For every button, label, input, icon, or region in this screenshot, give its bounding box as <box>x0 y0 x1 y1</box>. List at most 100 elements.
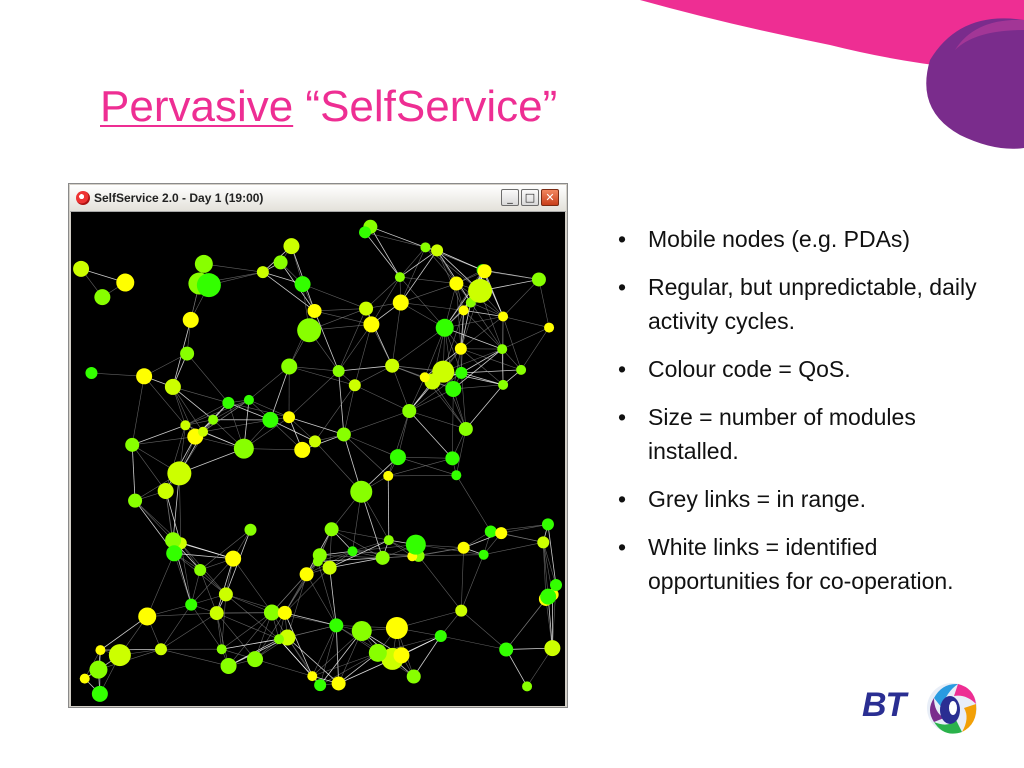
grey-link <box>289 366 355 386</box>
grey-link <box>331 529 383 559</box>
network-node <box>164 378 181 395</box>
network-node <box>233 438 254 459</box>
network-node <box>307 671 318 682</box>
grey-link <box>185 402 229 426</box>
network-node <box>128 493 143 508</box>
network-node <box>385 617 408 640</box>
grey-link <box>289 366 339 372</box>
grey-link <box>331 528 389 541</box>
white-link <box>262 271 315 312</box>
network-node <box>307 303 322 318</box>
grey-link <box>460 348 522 371</box>
grey-link <box>456 428 467 476</box>
network-node <box>273 255 288 270</box>
white-link <box>436 250 485 272</box>
grey-link <box>190 604 222 650</box>
grey-link <box>173 553 192 605</box>
grey-link <box>343 410 410 435</box>
grey-link <box>397 456 457 476</box>
white-link <box>484 271 504 317</box>
network-node <box>406 669 421 684</box>
white-link <box>461 372 504 386</box>
white-link <box>329 539 389 569</box>
white-link <box>460 310 465 349</box>
bullet-item: Regular, but unpredictable, daily activi… <box>616 270 1006 338</box>
grey-link <box>160 604 192 650</box>
network-node <box>457 541 470 554</box>
grey-link <box>452 388 454 459</box>
network-node <box>393 647 410 664</box>
window-titlebar[interactable]: SelfService 2.0 - Day 1 (19:00) _ □ ✕ <box>70 185 566 212</box>
grey-link <box>409 410 466 430</box>
grey-link <box>399 276 445 328</box>
grey-link <box>343 434 389 477</box>
network-node <box>347 546 358 557</box>
title-link[interactable]: Pervasive <box>100 82 294 131</box>
minimize-button[interactable]: _ <box>501 189 519 206</box>
network-node <box>531 272 546 287</box>
network-node <box>420 242 431 253</box>
grey-link <box>312 630 362 677</box>
network-node <box>458 305 469 316</box>
grey-link <box>248 399 290 418</box>
close-button[interactable]: ✕ <box>541 189 559 206</box>
grey-link <box>391 365 410 412</box>
grey-link <box>314 441 362 492</box>
network-node <box>477 264 492 279</box>
network-node <box>375 550 390 565</box>
network-node <box>185 598 198 611</box>
grey-link <box>338 324 372 372</box>
network-node <box>244 523 257 536</box>
white-link <box>329 557 383 569</box>
grey-link <box>503 316 550 328</box>
grey-link <box>284 567 330 614</box>
network-node <box>454 342 467 355</box>
decorative-swoosh <box>640 0 1024 149</box>
network-node <box>419 372 430 383</box>
network-node <box>359 301 374 316</box>
grey-link <box>312 625 337 677</box>
grey-link <box>172 386 204 432</box>
grey-link <box>460 554 484 611</box>
network-node <box>497 344 508 355</box>
network-node <box>85 367 98 380</box>
network-node <box>359 226 372 239</box>
grey-link <box>132 436 196 446</box>
grey-link <box>502 316 522 370</box>
grey-link <box>352 539 389 552</box>
grey-link <box>400 302 464 311</box>
grey-link <box>400 283 457 303</box>
bullet-item: Size = number of modules installed. <box>616 400 1006 468</box>
maximize-button[interactable]: □ <box>521 189 539 206</box>
network-node <box>431 244 444 257</box>
network-node <box>435 318 454 337</box>
grey-link <box>396 610 462 629</box>
grey-link <box>203 263 263 273</box>
grey-link <box>354 384 410 412</box>
white-link <box>287 637 339 684</box>
network-node <box>540 588 557 605</box>
white-link <box>329 567 337 626</box>
network-node <box>73 260 90 277</box>
grey-link <box>505 596 549 650</box>
title-text: “SelfService” <box>305 82 558 131</box>
grey-link <box>312 652 378 677</box>
network-node <box>309 435 322 448</box>
grey-link <box>343 385 356 435</box>
network-node <box>322 560 337 575</box>
white-link <box>413 635 442 677</box>
network-node <box>495 527 508 540</box>
grey-link <box>354 365 393 386</box>
network-node <box>351 621 372 642</box>
network-node <box>516 364 527 375</box>
grey-link <box>365 276 401 309</box>
network-node <box>329 618 344 633</box>
network-node <box>263 604 280 621</box>
grey-link <box>225 594 273 613</box>
grey-link <box>460 547 464 611</box>
grey-link <box>456 283 462 349</box>
bullet-item: Grey links = in range. <box>616 482 1006 516</box>
white-link <box>100 648 161 651</box>
network-canvas[interactable] <box>71 212 565 706</box>
network-node <box>541 518 554 531</box>
